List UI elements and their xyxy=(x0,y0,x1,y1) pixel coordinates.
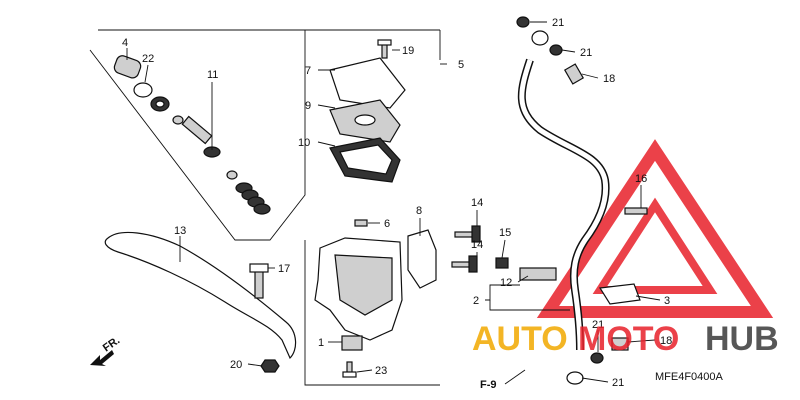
part-label: 23 xyxy=(375,365,387,377)
part-label: 11 xyxy=(207,69,218,81)
part-label: 7 xyxy=(305,65,311,77)
master-cylinder-well xyxy=(334,254,393,316)
hose-guide xyxy=(598,283,641,305)
bolt-15 xyxy=(495,257,509,269)
frame-reference-label: F-9 xyxy=(480,379,497,391)
part-label: 8 xyxy=(416,205,422,217)
reservoir-cap-assembly xyxy=(329,57,406,183)
holder-bolt-upper xyxy=(454,225,481,243)
lever-nut xyxy=(260,359,280,373)
hose-clamp xyxy=(519,267,557,281)
part-label: 21 xyxy=(580,47,592,59)
part-label: 1 xyxy=(318,337,324,349)
watermark-hub: HUB xyxy=(705,320,779,358)
group-11-outline xyxy=(89,29,306,241)
part-label: 22 xyxy=(142,53,154,65)
part-label: 14 xyxy=(471,197,483,209)
part-label: 14 xyxy=(471,239,483,251)
watermark-logo xyxy=(536,139,774,318)
watermark-text: AUTO MOTO HUB xyxy=(472,320,779,358)
part-label: 5 xyxy=(458,59,464,71)
upper-banjo xyxy=(516,16,585,85)
bolt-16 xyxy=(624,207,648,215)
part-label: 18 xyxy=(660,335,672,347)
part-label: 9 xyxy=(305,100,311,112)
part-label: 10 xyxy=(298,137,310,149)
watermark-auto: AUTO xyxy=(472,320,568,358)
part-label: 16 xyxy=(635,173,647,185)
group-5-outline-bottom xyxy=(304,240,440,386)
part-label: 2 xyxy=(473,295,479,307)
holder-clamp xyxy=(407,229,437,289)
callout-lines xyxy=(126,21,661,383)
pivot-bolt xyxy=(249,263,269,299)
part-label: 17 xyxy=(278,263,290,275)
lower-banjo xyxy=(566,337,629,385)
part-label: 20 xyxy=(230,359,242,371)
screw-23 xyxy=(342,361,357,378)
piston-assembly xyxy=(113,55,271,215)
part-label: 4 xyxy=(122,37,128,49)
part-label: 19 xyxy=(402,45,414,57)
part-label: 3 xyxy=(664,295,670,307)
part-label: 15 xyxy=(499,227,511,239)
reference-code: MFE4F0400A xyxy=(655,371,724,383)
part-label: 12 xyxy=(500,277,512,289)
part-label: 18 xyxy=(603,73,615,85)
watermark-moto: MOTO xyxy=(578,320,679,358)
part-label: 6 xyxy=(384,218,390,230)
part-label: 21 xyxy=(612,377,624,389)
brake-lever xyxy=(104,231,297,360)
part-label: 21 xyxy=(592,319,604,331)
svg-text:FR.: FR. xyxy=(101,334,122,354)
part-label: 13 xyxy=(174,225,186,237)
stop-switch xyxy=(341,335,363,351)
front-arrow: FR. xyxy=(90,334,122,366)
screw-19 xyxy=(377,39,392,59)
holder-bolt-lower xyxy=(451,255,478,273)
part-label: 21 xyxy=(552,17,564,29)
part-number-labels: 4 22 11 7 9 10 19 5 13 17 20 1 23 6 8 14… xyxy=(122,17,672,389)
frame-reference-line xyxy=(504,369,526,385)
screw-6 xyxy=(354,219,368,227)
